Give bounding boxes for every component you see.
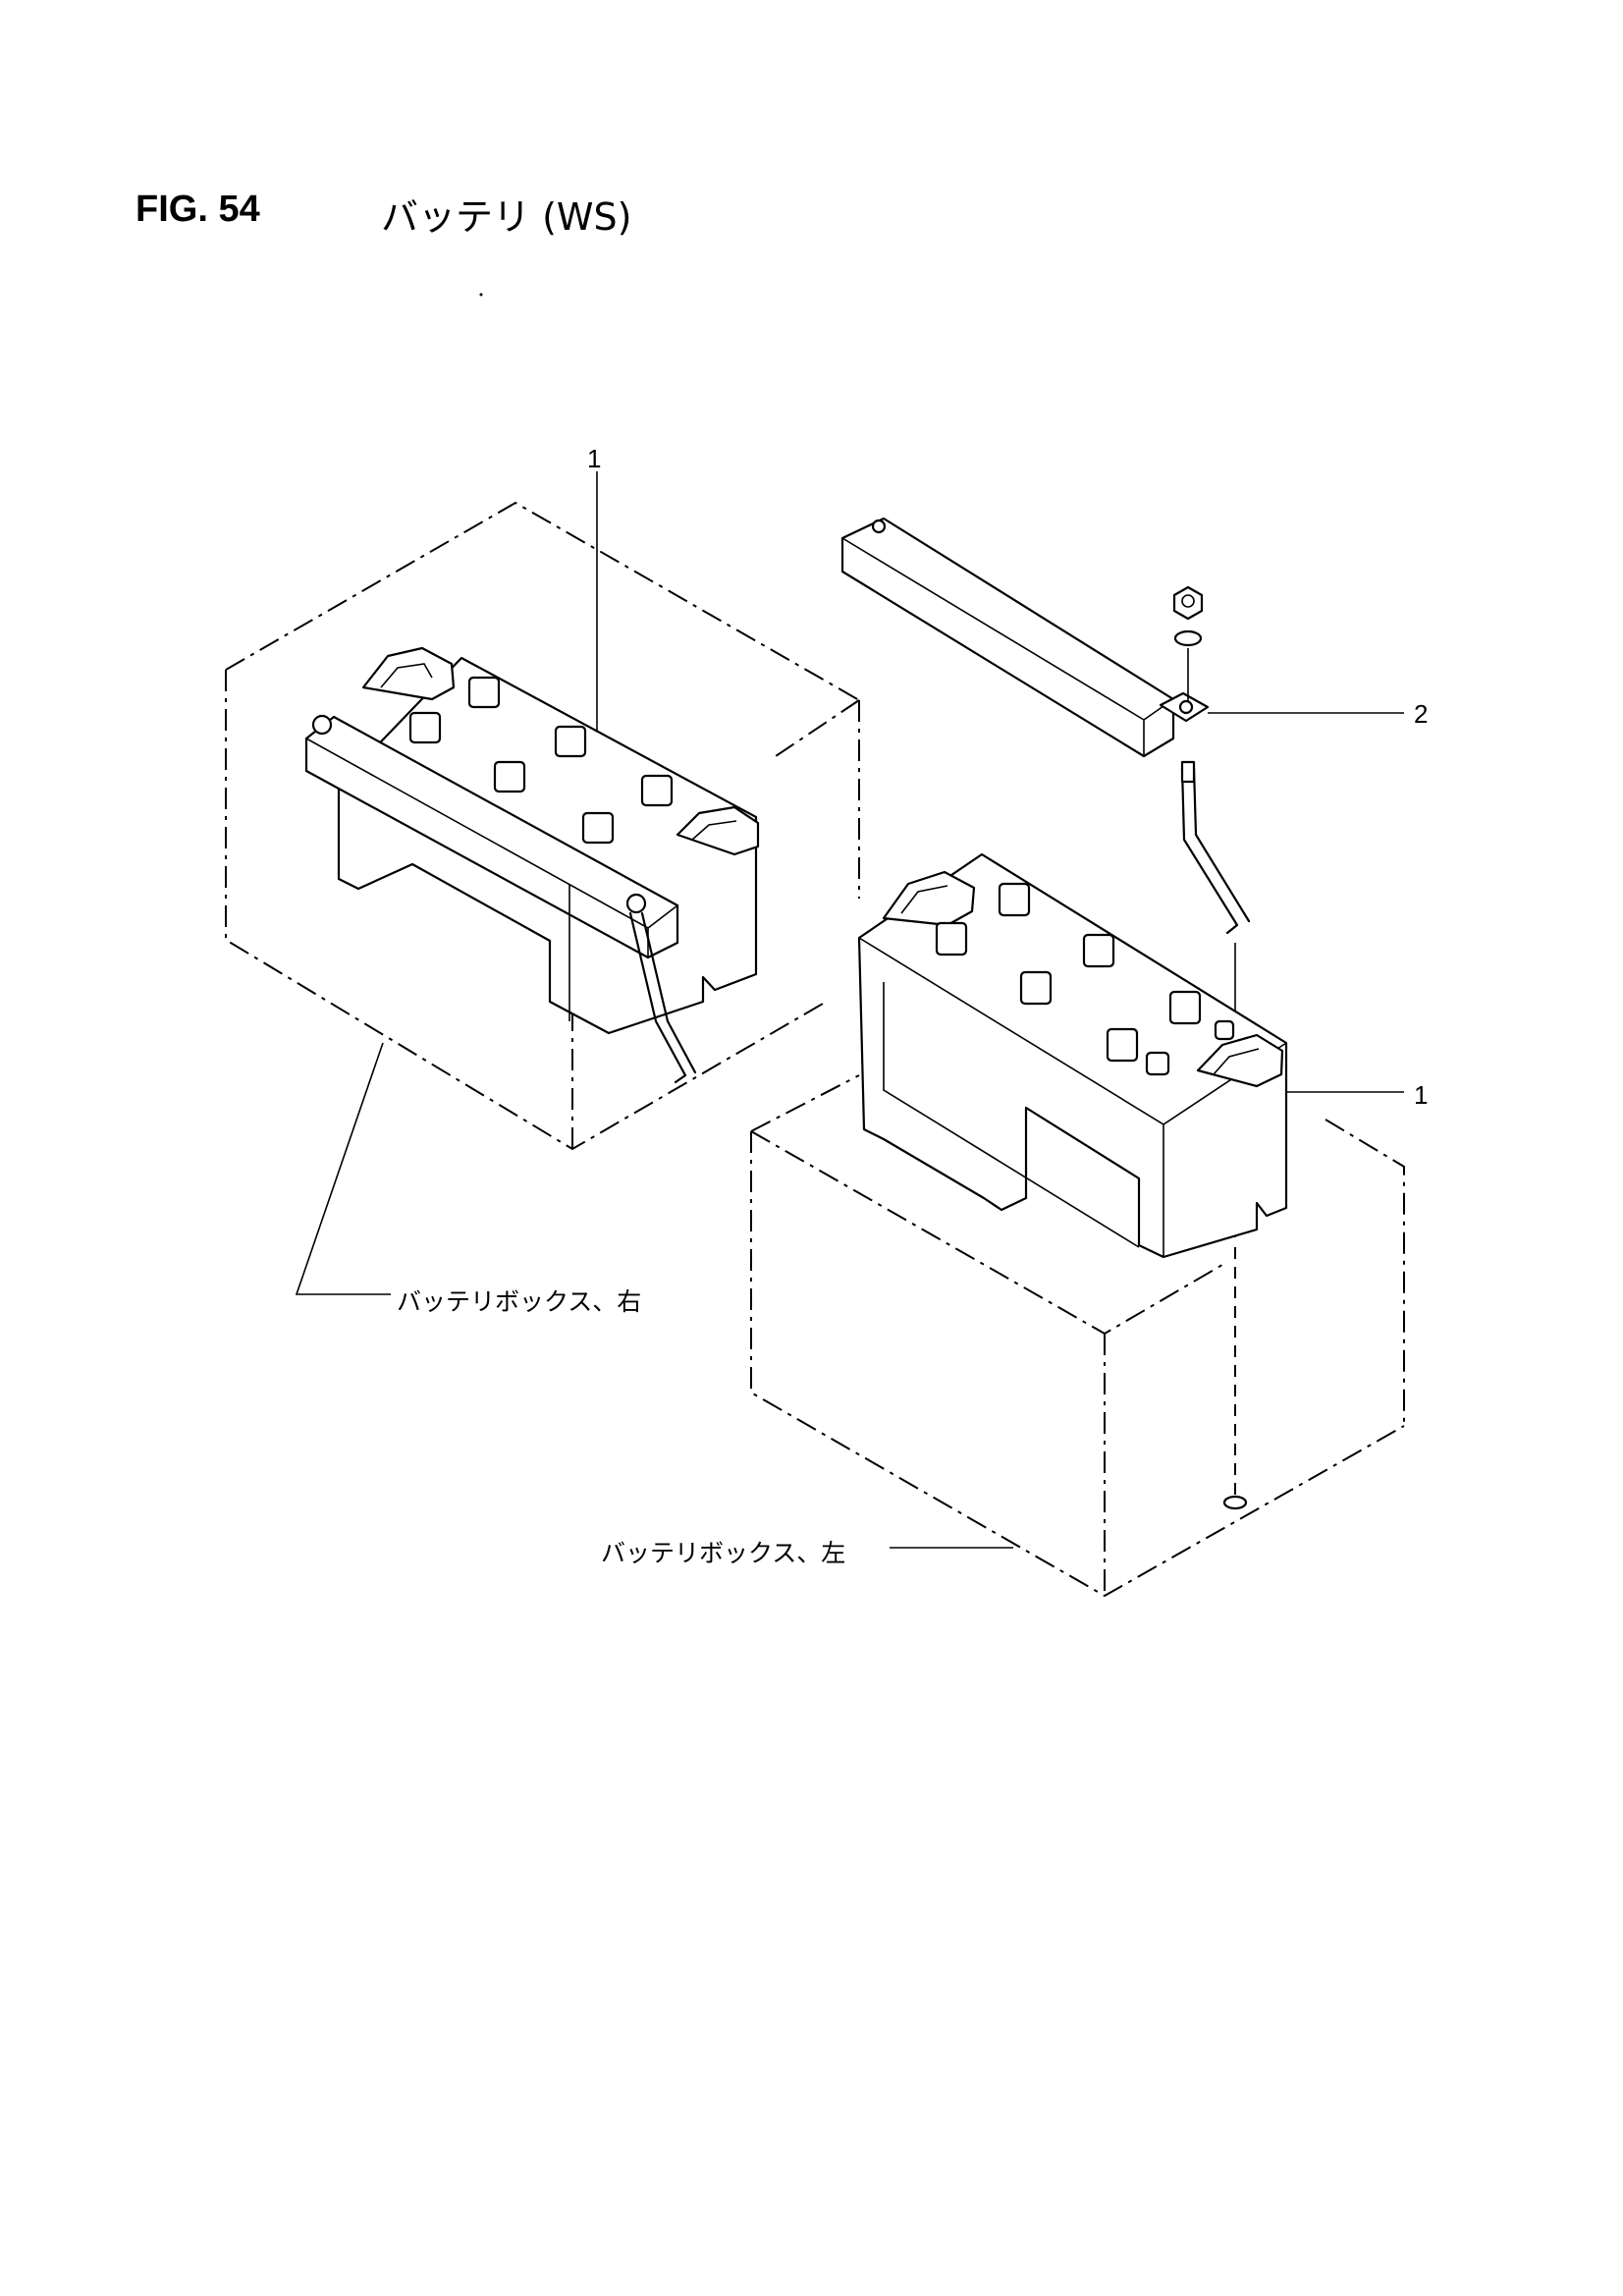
callout-battery-right: 1 [587, 444, 602, 473]
figure-number: FIG. 54 [135, 189, 260, 230]
callout-bracket: 2 [1414, 699, 1429, 729]
battery-right-caps [408, 676, 674, 845]
label-battery-box-right: バッテリボックス、右 [397, 1287, 642, 1316]
battery-left-caps [935, 882, 1235, 1076]
hold-down-bracket [840, 517, 1404, 758]
leader-battery-box-right [295, 1042, 391, 1295]
battery-right [304, 471, 760, 1084]
battery-left [857, 852, 1404, 1259]
callout-battery-left: 1 [1414, 1080, 1429, 1110]
battery-box-left-outline [750, 1074, 1405, 1598]
label-battery-box-left: バッテリボックス、左 [601, 1539, 846, 1567]
battery-box-right-outline [225, 501, 860, 1151]
figure-name: バッテリ (WS) [381, 195, 632, 239]
